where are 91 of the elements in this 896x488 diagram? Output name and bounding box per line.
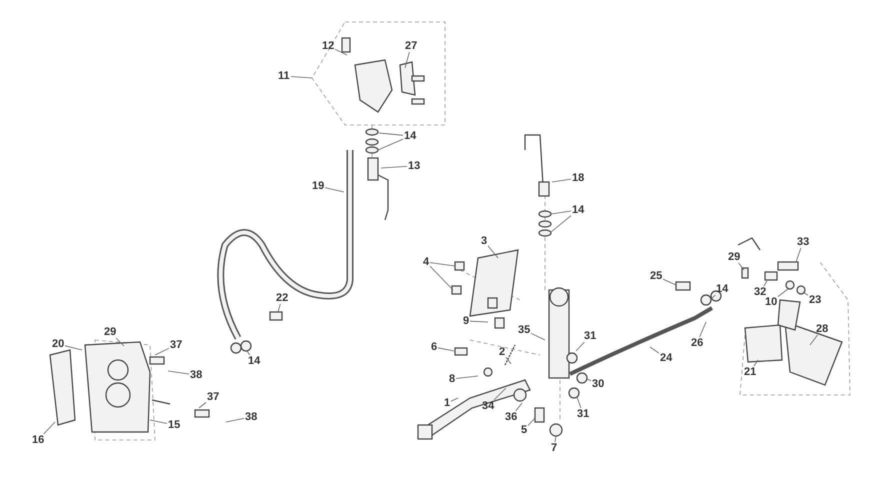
- leader-line: [554, 436, 556, 442]
- leader-line: [528, 418, 536, 426]
- callout-number: 37: [206, 391, 220, 403]
- callout-number: 9: [462, 315, 470, 327]
- leader-line: [515, 402, 522, 412]
- callout-number: 35: [517, 324, 532, 336]
- leader-line: [404, 52, 410, 68]
- leader-line: [550, 215, 572, 232]
- leader-line: [154, 348, 170, 356]
- callout-number: 19: [311, 180, 326, 192]
- leader-line: [550, 210, 572, 214]
- callout-number: 8: [448, 373, 456, 385]
- leader-line: [810, 334, 818, 346]
- leader-line: [488, 246, 498, 258]
- leader-line: [43, 422, 56, 434]
- leader-line: [778, 288, 788, 297]
- leader-line: [450, 398, 458, 402]
- leader-line: [116, 338, 124, 346]
- callout-number: 14: [715, 283, 730, 295]
- leader-line: [710, 294, 716, 300]
- callout-number: 7: [550, 442, 558, 454]
- leader-line: [64, 345, 82, 350]
- callout-number: 25: [649, 270, 664, 282]
- callout-number: 26: [690, 337, 704, 349]
- callout-number: 5: [520, 424, 528, 436]
- callout-number: 20: [51, 338, 66, 350]
- leader-line: [506, 356, 512, 364]
- leader-line: [699, 322, 706, 338]
- leader-line: [552, 178, 572, 182]
- leader-line: [576, 396, 582, 408]
- leader-line: [278, 304, 281, 312]
- leader-line: [290, 76, 312, 78]
- callout-number: 14: [403, 130, 418, 142]
- leader-line: [150, 420, 168, 424]
- leader-line: [662, 278, 676, 286]
- callout-number: 14: [571, 204, 586, 216]
- callout-number: 14: [247, 355, 262, 367]
- callout-number: 24: [659, 352, 674, 364]
- leader-line: [198, 402, 206, 408]
- callout-number: 33: [796, 236, 810, 248]
- leader-line: [246, 350, 250, 356]
- callout-number: 18: [571, 172, 586, 184]
- callout-number: 37: [169, 339, 184, 351]
- callout-number: 12: [321, 40, 336, 52]
- callout-number: 13: [407, 160, 422, 172]
- callout-number: 32: [753, 286, 768, 298]
- leader-line: [378, 138, 404, 150]
- callout-number: 29: [727, 251, 742, 263]
- callout-number: 27: [404, 40, 418, 52]
- leader-line: [650, 346, 660, 354]
- leader-line: [380, 166, 408, 168]
- leader-line: [494, 388, 506, 400]
- callout-number: 6: [430, 341, 438, 353]
- leader-line: [430, 262, 456, 266]
- callout-number: 3: [480, 235, 488, 247]
- leader-line: [796, 248, 802, 262]
- callout-number: 28: [815, 323, 830, 335]
- leader-line: [168, 370, 190, 374]
- callout-number: 38: [189, 369, 204, 381]
- leader-line: [802, 292, 808, 296]
- callout-number: 1: [443, 397, 452, 409]
- callout-number: 36: [504, 411, 518, 423]
- callout-number: 30: [591, 378, 606, 390]
- callout-number: 34: [481, 400, 496, 412]
- callout-number: 31: [576, 408, 590, 420]
- leader-line: [430, 266, 454, 290]
- callout-number: 10: [764, 296, 778, 308]
- leader-line: [334, 48, 348, 56]
- leader-line: [738, 262, 744, 270]
- callout-number: 31: [583, 330, 598, 342]
- callout-number: 23: [808, 294, 822, 306]
- leader-line: [763, 280, 768, 286]
- leader-line: [226, 418, 244, 422]
- leader-line: [586, 378, 592, 382]
- leader-line: [324, 187, 344, 192]
- callout-number: 16: [31, 434, 46, 446]
- callout-number: 11: [277, 70, 291, 82]
- callout-number: 29: [103, 326, 118, 338]
- leader-line: [754, 360, 758, 366]
- callout-number: 4: [422, 256, 430, 268]
- leader-line: [576, 342, 585, 352]
- leader-line: [378, 132, 404, 136]
- callout-number: 22: [275, 292, 290, 304]
- leader-line: [438, 347, 454, 352]
- leader-line: [530, 332, 546, 340]
- leader-line: [470, 320, 488, 322]
- callout-number: 15: [167, 419, 182, 431]
- callout-number: 21: [743, 366, 758, 378]
- callout-number: 38: [244, 411, 258, 423]
- callout-number: 2: [498, 346, 506, 358]
- leader-line: [456, 376, 478, 379]
